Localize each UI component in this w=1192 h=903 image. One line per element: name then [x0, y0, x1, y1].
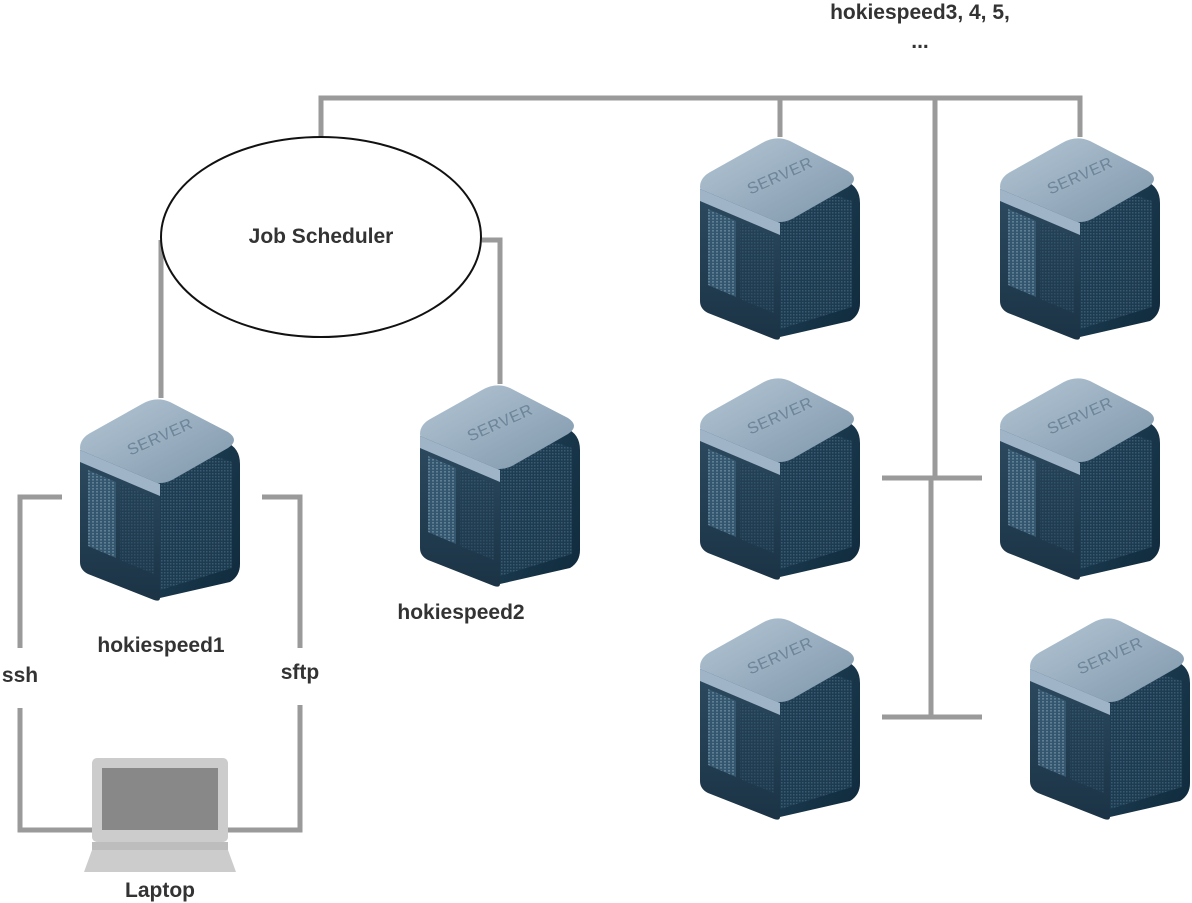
server-icon — [419, 384, 581, 588]
hokiespeed2-label: hokiespeed2 — [397, 601, 524, 624]
server-hokiespeed2 — [419, 384, 581, 588]
server-icon — [1029, 617, 1191, 821]
cluster-label-line1: hokiespeed3, 4, 5, — [830, 1, 1010, 24]
hokiespeed1-label: hokiespeed1 — [97, 634, 225, 657]
sftp-line-top — [262, 494, 303, 648]
sftp-label: sftp — [281, 661, 320, 684]
server-hokiespeed1 — [79, 398, 241, 602]
job-scheduler: Job Scheduler — [160, 136, 482, 338]
sftp-line-bottom — [228, 705, 303, 833]
ssh-line-top — [17, 494, 62, 648]
top-bus-line — [318, 95, 1083, 137]
cluster-label-line2: ... — [911, 30, 929, 53]
laptop-label: Laptop — [125, 879, 195, 902]
scheduler-to-hokiespeed2 — [482, 237, 503, 384]
server-icon — [699, 617, 861, 821]
server-icon — [699, 377, 861, 581]
server-icon — [999, 137, 1161, 341]
job-scheduler-ellipse — [160, 136, 482, 338]
ssh-line-bottom — [17, 708, 92, 833]
server-icon — [999, 377, 1161, 581]
connection-lines — [17, 95, 1083, 833]
laptop-screen — [102, 768, 218, 830]
job-scheduler-label: Job Scheduler — [249, 225, 394, 248]
server-icon — [79, 398, 241, 602]
ssh-label: ssh — [2, 664, 38, 687]
laptop-base — [84, 850, 236, 872]
server-icon — [699, 137, 861, 341]
laptop-icon — [84, 758, 236, 872]
